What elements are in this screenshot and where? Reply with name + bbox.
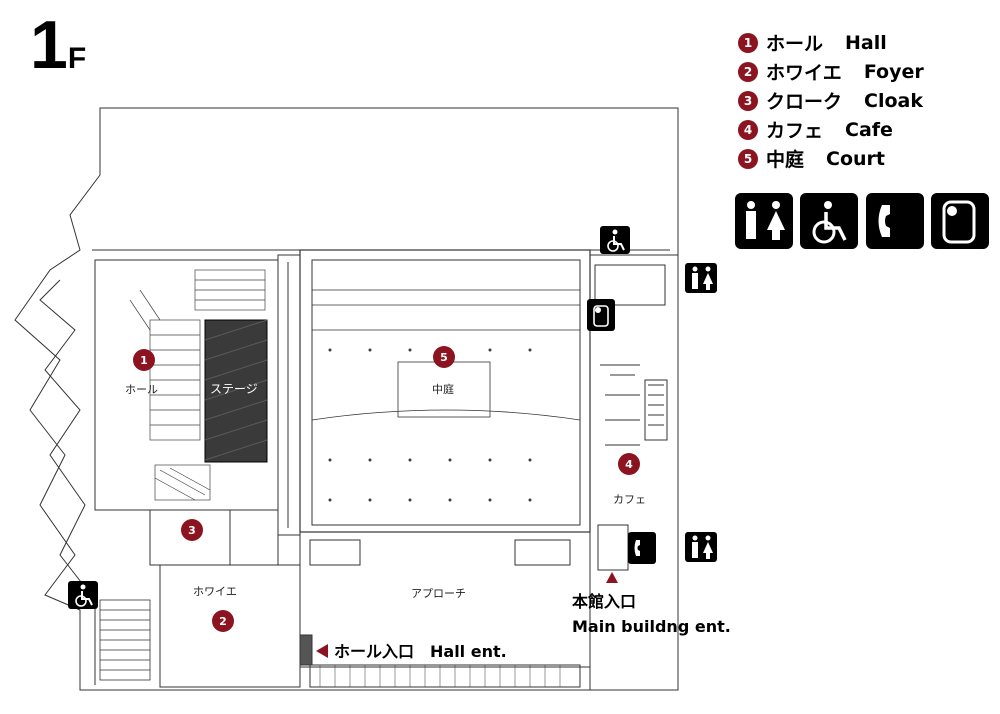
legend-label-en: Hall — [845, 31, 887, 54]
legend-item-hall[interactable]: 1 ホール Hall — [738, 28, 924, 57]
legend-label-jp: カフェ — [766, 120, 824, 142]
restroom-icon — [685, 532, 717, 562]
legend-label-jp: ホワイエ — [766, 62, 842, 84]
floor-title: 1F — [30, 6, 86, 84]
legend-item-cloak[interactable]: 3 クローク Cloak — [738, 86, 924, 115]
marker-cloak[interactable]: 3 — [181, 519, 203, 541]
stage-label: ステージ — [210, 382, 258, 396]
legend-number-badge: 4 — [738, 119, 758, 140]
wheelchair-icon — [600, 226, 630, 254]
legend-label-en: Foyer — [863, 60, 924, 83]
svg-text:2: 2 — [219, 615, 227, 628]
water-fountain-icon — [931, 193, 989, 249]
main-entrance-label-en: Main buildng ent. — [572, 617, 731, 636]
legend-item-cafe[interactable]: 4 カフェ Cafe — [738, 115, 924, 144]
restroom-icon — [735, 193, 793, 249]
marker-cafe[interactable]: 4 — [618, 453, 640, 475]
restroom-icon — [685, 263, 717, 293]
stairs-left — [99, 599, 151, 681]
foyer-label: ホワイエ — [193, 585, 237, 598]
water-fountain-icon — [587, 299, 615, 331]
legend-number-badge: 2 — [738, 61, 758, 82]
legend-label-en: Cafe — [845, 118, 893, 141]
main-entrance-label-jp: 本館入口 — [572, 592, 636, 611]
telephone-icon — [866, 193, 924, 249]
legend-label-jp: 中庭 — [766, 149, 805, 171]
svg-text:4: 4 — [625, 458, 633, 471]
legend-item-foyer[interactable]: 2 ホワイエ Foyer — [738, 57, 924, 86]
legend: 1 ホール Hall 2 ホワイエ Foyer 3 クローク Cloak 4 カ… — [738, 28, 924, 173]
courtyard-label: 中庭 — [432, 382, 454, 396]
marker-foyer[interactable]: 2 — [212, 610, 234, 632]
approach-label: アプローチ — [411, 587, 466, 600]
legend-label-jp: ホール — [766, 33, 824, 55]
corridor — [277, 254, 301, 536]
hall-seating — [129, 269, 266, 501]
floor-suffix: F — [67, 42, 87, 75]
legend-item-court[interactable]: 5 中庭 Court — [738, 144, 924, 173]
svg-text:3: 3 — [188, 524, 196, 537]
legend-label-en: Court — [826, 147, 885, 170]
floor-number: 1 — [30, 7, 68, 83]
cafe-label: カフェ — [613, 493, 646, 506]
wheelchair-icon — [800, 193, 858, 249]
legend-number-badge: 5 — [738, 148, 758, 169]
legend-number-badge: 3 — [738, 90, 758, 111]
marker-hall[interactable]: 1 — [133, 349, 155, 371]
wheelchair-icon — [68, 581, 98, 609]
hall-entrance-arrow-icon — [316, 644, 328, 658]
svg-text:5: 5 — [440, 351, 448, 364]
legend-label-en: Cloak — [864, 89, 923, 112]
hall-entrance-label: ホール入口 Hall ent. — [334, 642, 507, 661]
foyer-approach — [159, 531, 591, 688]
telephone-icon — [628, 532, 656, 564]
legend-number-badge: 1 — [738, 32, 758, 53]
marker-courtyard[interactable]: 5 — [433, 346, 455, 368]
svg-text:1: 1 — [140, 354, 148, 367]
main-entrance-arrow-icon — [606, 572, 618, 583]
hall-label: ホール — [125, 383, 158, 396]
legend-label-jp: クローク — [766, 91, 843, 113]
stage-area — [204, 319, 268, 463]
